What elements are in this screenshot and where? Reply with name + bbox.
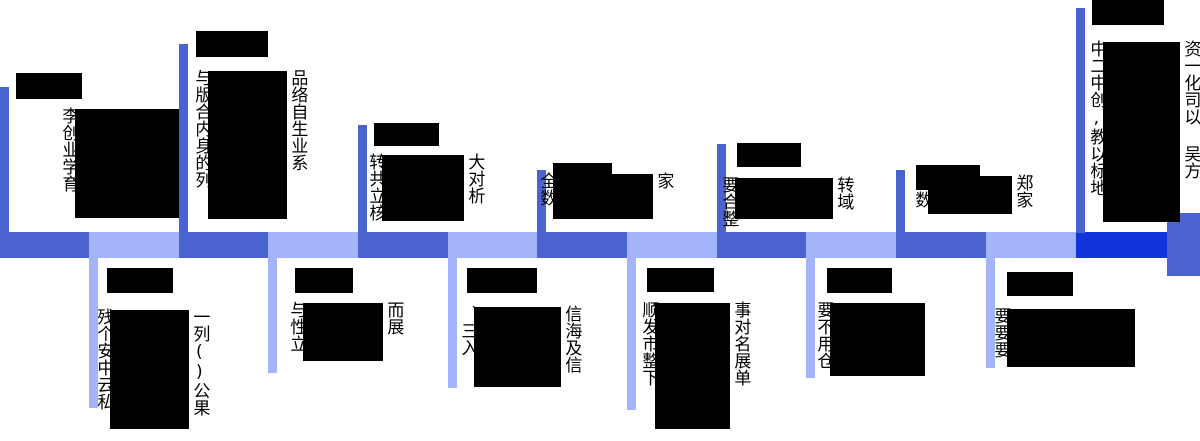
branch-body-above-5[interactable] — [735, 178, 833, 219]
timeline-segment-9[interactable] — [717, 232, 806, 258]
branch-label-right-above-3: 大对析 — [464, 153, 485, 204]
branch-body-below-5[interactable] — [830, 303, 925, 376]
branch-label-left-above-5: 要合整 — [718, 176, 739, 227]
branch-body-above-2[interactable] — [208, 71, 287, 219]
branch-label-left-below-1: 残个安中云私 — [93, 308, 114, 410]
branch-stem-above-7[interactable] — [1076, 8, 1085, 233]
timeline-segment-2[interactable] — [89, 232, 179, 258]
timeline-segment-3[interactable] — [179, 232, 268, 258]
branch-label-left-above-1: 李创业学育 — [58, 107, 79, 192]
timeline-segment-11[interactable] — [896, 232, 986, 258]
branch-label-right-above-4: 家 — [653, 172, 674, 189]
branch-label-left-above-4: 全数 — [536, 172, 557, 206]
timeline-segment-8[interactable] — [627, 232, 717, 258]
branch-stem-above-1[interactable] — [0, 87, 9, 233]
branch-label-right-above-6: 郑家 — [1012, 174, 1033, 208]
branch-stem-below-5[interactable] — [806, 258, 815, 378]
branch-stem-above-5[interactable] — [717, 144, 726, 233]
branch-label-right-above-7: 资一化司以 吴方 — [1180, 40, 1200, 179]
branch-label-left-above-2: 与版合内身的列 — [191, 69, 212, 188]
timeline-diagram: 李创业学育与版合内身的列品络自生业系转共立核大对析全数家要合整转域全数郑家中二中… — [0, 0, 1200, 429]
branch-title-below-4[interactable] — [647, 268, 714, 292]
branch-body-above-4[interactable] — [553, 174, 653, 219]
branch-title-below-6[interactable] — [1007, 272, 1073, 296]
branch-label-right-below-3: 信海及信 — [561, 305, 582, 373]
branch-body-below-3[interactable] — [474, 307, 561, 387]
timeline-segment-7[interactable] — [537, 232, 627, 258]
branch-stem-below-4[interactable] — [627, 258, 636, 410]
branch-stem-below-3[interactable] — [448, 258, 457, 388]
branch-stem-above-6[interactable] — [896, 170, 905, 233]
branch-body-above-7[interactable] — [1103, 42, 1180, 222]
branch-label-left-above-7: 中二中创,教以标地 — [1086, 40, 1107, 196]
branch-body-above-1[interactable] — [75, 109, 180, 218]
branch-label-left-below-2: 与性立 — [286, 301, 307, 352]
branch-stem-above-2[interactable] — [179, 44, 188, 233]
branch-label-left-below-3: 、三入 — [457, 305, 478, 356]
branch-title-above-5[interactable] — [737, 143, 801, 167]
timeline-segment-12[interactable] — [986, 232, 1076, 258]
timeline-segment-13[interactable] — [1076, 232, 1167, 258]
branch-title-above-7[interactable] — [1092, 0, 1164, 25]
branch-stem-below-1[interactable] — [89, 258, 98, 408]
branch-title-below-1[interactable] — [107, 268, 173, 293]
branch-body-below-1[interactable] — [110, 310, 189, 429]
timeline-segment-5[interactable] — [358, 232, 448, 258]
branch-stem-below-2[interactable] — [268, 258, 277, 373]
branch-title-below-2[interactable] — [295, 268, 353, 293]
branch-label-right-below-4: 事对名展单 — [730, 301, 751, 386]
timeline-segment-4[interactable] — [268, 232, 358, 258]
branch-label-left-below-5: 要不用仓 — [813, 301, 834, 369]
branch-stem-above-3[interactable] — [358, 125, 367, 233]
branch-label-left-below-4: 顺发市整下 — [638, 301, 659, 386]
branch-label-right-above-2: 品络自生业系 — [287, 69, 308, 171]
timeline-segment-6[interactable] — [448, 232, 537, 258]
branch-label-right-below-2: 而展 — [383, 301, 404, 335]
branch-label-left-below-6: 要要要 — [990, 307, 1011, 358]
timeline-segment-10[interactable] — [806, 232, 896, 258]
branch-stem-below-6[interactable] — [986, 258, 995, 368]
branch-title-below-3[interactable] — [467, 268, 537, 293]
branch-body-below-4[interactable] — [655, 303, 730, 429]
branch-label-right-below-1: 一列()公果 — [189, 308, 210, 416]
branch-label-right-above-5: 转域 — [833, 176, 854, 210]
branch-stem-above-4[interactable] — [537, 170, 546, 233]
timeline-segment-1[interactable] — [0, 232, 89, 258]
branch-body-below-6[interactable] — [1007, 309, 1135, 367]
branch-label-left-above-3: 转共立核 — [365, 153, 386, 221]
branch-title-below-5[interactable] — [827, 268, 892, 293]
branch-body-above-6[interactable] — [928, 176, 1012, 214]
branch-title-above-1[interactable] — [16, 73, 82, 99]
timeline-endcap[interactable] — [1167, 213, 1200, 276]
branch-title-above-3[interactable] — [374, 123, 439, 146]
branch-title-above-2[interactable] — [196, 31, 268, 57]
branch-body-below-2[interactable] — [303, 303, 383, 361]
branch-body-above-3[interactable] — [382, 155, 464, 221]
